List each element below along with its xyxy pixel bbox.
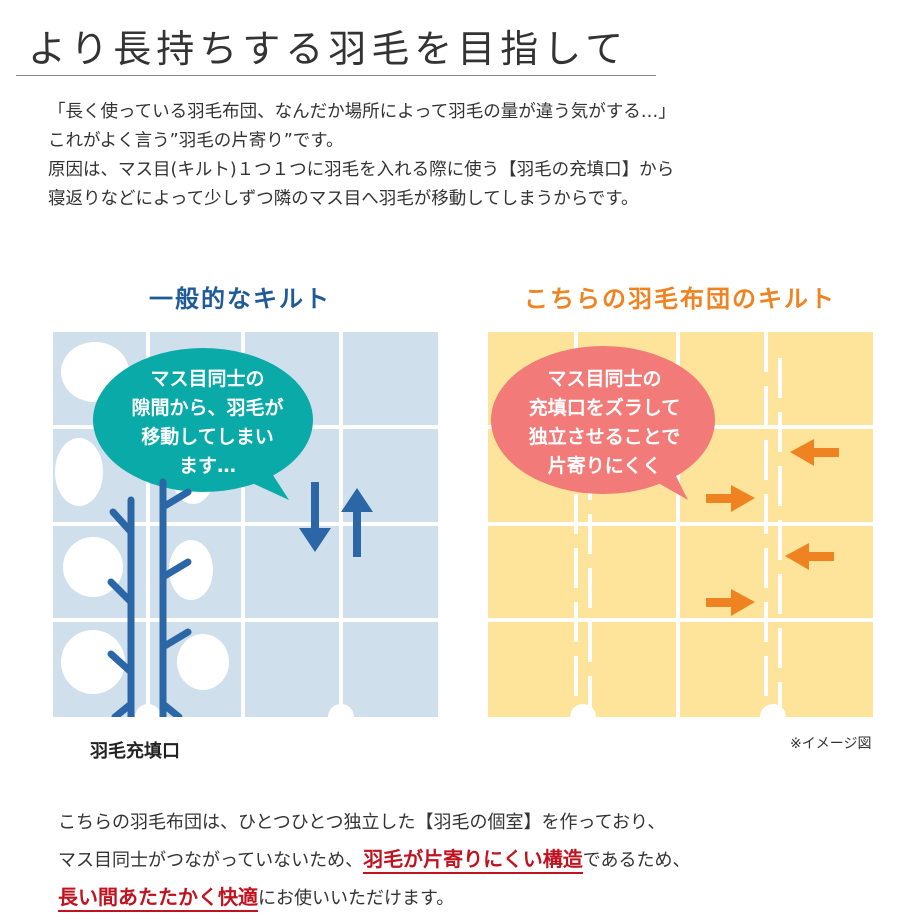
page-title: より長持ちする羽毛を目指して xyxy=(28,27,629,71)
standard-quilt-heading: 一般的なキルト xyxy=(149,285,331,313)
migration-arrows xyxy=(299,482,373,557)
left-speech-bubble xyxy=(93,348,313,500)
bubble-line: マス目同士の xyxy=(150,368,265,390)
intro-line: 「長く使っている羽毛布団、なんだか場所によって羽毛の量が違う気がする…」 xyxy=(48,102,676,122)
intro-line: 原因は、マス目(キルト)１つ１つに羽毛を入れる際に使う【羽毛の充填口】から xyxy=(48,160,675,180)
intro-text: 「長く使っている羽毛布団、なんだか場所によって羽毛の量が違う気がする…」 これが… xyxy=(48,98,898,214)
highlight-structure: 羽毛が片寄りにくい構造 xyxy=(363,847,583,874)
right-speech-bubble xyxy=(491,346,715,500)
summary-line: マス目同士がつながっていないため、羽毛が片寄りにくい構造であるため、 xyxy=(58,841,908,879)
standard-quilt-illustration xyxy=(53,332,438,717)
summary-line: 長い間あたたかく快適にお使いいただけます。 xyxy=(58,879,908,917)
bubble-line: 移動してしまい xyxy=(141,426,274,448)
intro-line: 寝返りなどによって少しずつ隣のマス目へ羽毛が移動してしまうからです。 xyxy=(48,189,639,209)
summary-line: こちらの羽毛布団は、ひとつひとつ独立した【羽毛の個室】を作っており、 xyxy=(58,804,908,841)
bubble-line: ます… xyxy=(178,455,236,477)
fill-tube-branches xyxy=(107,478,192,717)
highlight-comfort: 長い間あたたかく快適 xyxy=(58,885,258,912)
summary-text-span: マス目同士がつながっていないため、 xyxy=(58,850,364,871)
inward-arrows xyxy=(706,439,839,616)
fill-openings xyxy=(570,704,786,717)
right-bubble-text: マス目同士の 充填口をズラして 独立させることで 片寄りにくく xyxy=(492,365,717,481)
title-divider xyxy=(16,75,656,76)
our-quilt-heading: こちらの羽毛布団のキルト xyxy=(524,285,836,313)
image-note: ※イメージ図 xyxy=(790,736,872,752)
summary-text-span: にお使いいただけます。 xyxy=(258,888,455,909)
our-quilt-illustration xyxy=(488,332,873,717)
bubble-line: 独立させることで xyxy=(528,426,681,448)
left-bubble-text: マス目同士の 隙間から、羽毛が 移動してしまい ます… xyxy=(95,365,320,481)
summary-text-span: こちらの羽毛布団は、ひとつひとつ独立した【羽毛の個室】を作っており、 xyxy=(58,812,666,833)
bubble-line: 充填口をズラして xyxy=(528,397,681,419)
summary-text: こちらの羽毛布団は、ひとつひとつ独立した【羽毛の個室】を作っており、 マス目同士… xyxy=(58,804,908,917)
bubble-line: 隙間から、羽毛が xyxy=(131,397,284,419)
bubble-line: 片寄りにくく xyxy=(547,455,662,477)
bubble-line: マス目同士の xyxy=(547,368,662,390)
fill-openings xyxy=(135,704,354,717)
fill-opening-label: 羽毛充填口 xyxy=(90,741,180,762)
intro-line: これがよく言う”羽毛の片寄り”です。 xyxy=(48,131,344,151)
summary-text-span: であるため、 xyxy=(582,850,691,871)
